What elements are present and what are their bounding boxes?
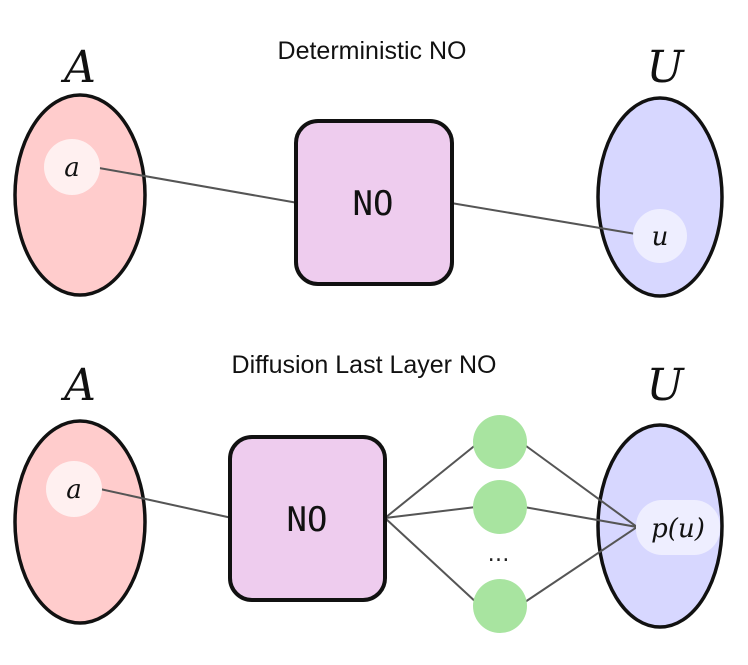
diffusion-ellipsis: … <box>488 542 513 567</box>
deterministic-input-point <box>44 139 100 195</box>
diffusion-output-point <box>636 500 720 555</box>
deterministic-title: Deterministic NO <box>278 37 467 65</box>
diffusion-sample-node-1 <box>473 415 527 469</box>
deterministic-input-space-label: A <box>60 42 96 93</box>
diffusion-operator-label: NO <box>287 500 328 540</box>
deterministic-input-space <box>13 93 147 297</box>
deterministic-edge-output <box>450 202 637 235</box>
deterministic-output-point <box>633 209 687 263</box>
deterministic-operator-box <box>294 119 454 286</box>
deterministic-panel: Deterministic NO A U a u NO <box>13 37 724 298</box>
deterministic-input-point-label: a <box>64 153 80 183</box>
diffusion-input-space-label: A <box>60 360 96 411</box>
deterministic-output-space-label: U <box>646 42 685 93</box>
diffusion-edge-from-node-3 <box>521 526 638 605</box>
diffusion-panel: Diffusion Last Layer NO A U … a p(u) NO <box>13 351 724 633</box>
diffusion-input-point <box>46 461 102 517</box>
diffusion-input-point-label: a <box>66 475 82 505</box>
deterministic-output-point-label: u <box>652 222 669 252</box>
diffusion-output-point-label: p(u) <box>651 514 705 544</box>
diffusion-edge-to-node-1 <box>384 442 479 519</box>
diffusion-edge-to-node-2 <box>384 506 477 519</box>
diffusion-sample-node-3 <box>473 579 527 633</box>
diffusion-input-space <box>13 419 147 625</box>
diffusion-edge-to-node-3 <box>384 517 479 605</box>
deterministic-output-space <box>596 96 724 298</box>
diffusion-operator-box <box>228 435 387 602</box>
diffusion-edge-input <box>99 488 233 519</box>
diffusion-output-space-label: U <box>646 360 685 411</box>
diffusion-edge-from-node-1 <box>521 442 638 528</box>
diffusion-sample-node-2 <box>473 480 527 534</box>
diffusion-title: Diffusion Last Layer NO <box>232 351 497 379</box>
deterministic-operator-label: NO <box>353 184 394 224</box>
diffusion-edge-from-node-2 <box>523 506 638 528</box>
deterministic-edge-input <box>98 167 299 204</box>
